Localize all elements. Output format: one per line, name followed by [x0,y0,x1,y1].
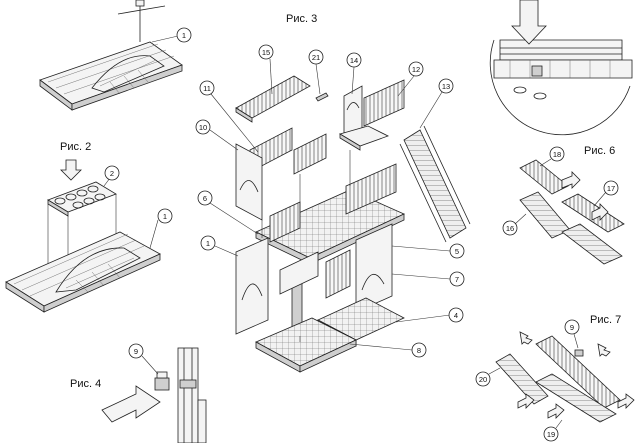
callout-15: 15 [258,44,274,95]
figure-label-fig3: Рис. 3 [286,13,317,25]
svg-text:2: 2 [110,169,114,178]
callout-21: 21 [308,49,324,95]
fig5-magnified-detail [489,0,633,136]
callout-9-fig7: 9 [564,319,580,349]
svg-text:4: 4 [454,311,458,320]
callout-10: 10 [195,119,239,151]
svg-text:15: 15 [262,48,270,57]
callout-9-fig4: 9 [128,343,144,359]
callout-14: 14 [346,52,362,95]
svg-text:10: 10 [199,123,207,132]
fig2-down-arrow [60,159,82,181]
svg-text:7: 7 [455,275,459,284]
svg-text:1: 1 [206,239,210,248]
fig2-roof-panel-drawing [47,177,117,280]
svg-text:12: 12 [412,65,420,74]
svg-text:1: 1 [182,31,186,40]
svg-text:16: 16 [506,224,514,233]
svg-text:18: 18 [553,150,561,159]
figure-label-fig4: Рис. 4 [70,378,101,390]
callout-13: 13 [419,78,454,129]
figure-label-fig2: Рис. 2 [60,141,91,153]
svg-text:20: 20 [479,375,487,384]
fig4-clip-detail-drawing [141,347,207,443]
svg-text:21: 21 [312,53,320,62]
callout-20: 20 [475,367,501,387]
fig7-stair-parts-drawing [495,331,635,423]
figure-label-fig7: Рис. 7 [590,314,621,326]
figure-label-fig6: Рис. 6 [584,145,615,157]
callout-11: 11 [199,80,259,153]
fig2-floor-panel-drawing [5,219,161,313]
callout-12: 12 [397,61,424,97]
callout-1-fig2: 1 [157,208,173,224]
fig1-floor-panel-drawing [39,0,183,111]
svg-text:14: 14 [350,56,358,65]
fig6-stair-parts-drawing [519,159,625,265]
svg-text:8: 8 [417,346,421,355]
svg-text:11: 11 [203,84,211,93]
svg-text:5: 5 [455,247,459,256]
svg-text:6: 6 [203,194,207,203]
callout-19: 19 [543,419,563,442]
callout-2: 2 [104,165,120,181]
svg-text:1: 1 [163,212,167,221]
callout-18: 18 [539,146,565,167]
svg-text:13: 13 [442,82,450,91]
callout-8: 8 [349,342,427,358]
callout-1-fig3: 1 [200,235,239,257]
callout-17: 17 [593,180,619,207]
callout-6: 6 [197,190,259,235]
fig3-exploded-house-drawing [235,75,471,373]
callout-1-fig1: 1 [176,27,192,43]
callout-5: 5 [391,243,465,259]
svg-text:19: 19 [547,430,555,439]
callout-4: 4 [395,307,464,323]
svg-text:17: 17 [607,184,615,193]
svg-text:9: 9 [570,323,574,332]
callout-16: 16 [502,213,527,236]
svg-text:9: 9 [134,347,138,356]
callout-7: 7 [391,271,465,287]
fig4-direction-arrow [101,385,161,423]
